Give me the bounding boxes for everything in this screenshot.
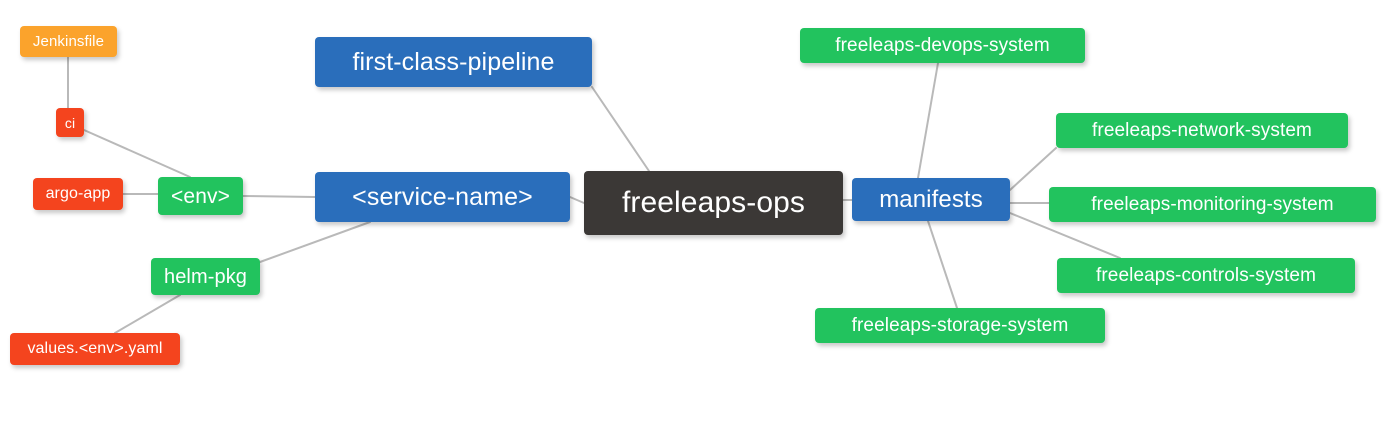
node-label-jenkinsfile: Jenkinsfile (32, 33, 105, 50)
mindmap-node-freeleaps-ops[interactable]: freeleaps-ops (584, 171, 843, 235)
edge-freeleaps-ops-to-first-class-pipeline (591, 86, 650, 172)
node-label-service-name: <service-name> (352, 182, 533, 211)
edge-helm-pkg-to-values-env-yaml (114, 294, 181, 334)
node-label-manifests: manifests (879, 185, 983, 213)
edge-freeleaps-ops-to-service-name (569, 196, 585, 204)
node-label-env: <env> (171, 184, 230, 208)
mindmap-node-freeleaps-devops-system[interactable]: freeleaps-devops-system (800, 28, 1085, 63)
mindmap-node-first-class-pipeline[interactable]: first-class-pipeline (315, 37, 592, 87)
mindmap-node-service-name[interactable]: <service-name> (315, 172, 570, 222)
edge-manifests-to-freeleaps-devops-system (917, 62, 939, 179)
edge-service-name-to-env (242, 195, 316, 198)
mindmap-node-env[interactable]: <env> (158, 177, 243, 215)
mindmap-node-freeleaps-controls-system[interactable]: freeleaps-controls-system (1057, 258, 1355, 293)
edge-manifests-to-freeleaps-network-system (1009, 147, 1057, 191)
mindmap-node-freeleaps-monitoring-system[interactable]: freeleaps-monitoring-system (1049, 187, 1376, 222)
mindmap-node-argo-app[interactable]: argo-app (33, 178, 123, 210)
node-label-ci: ci (64, 114, 76, 131)
mindmap-node-helm-pkg[interactable]: helm-pkg (151, 258, 260, 295)
node-label-freeleaps-monitoring-system: freeleaps-monitoring-system (1091, 194, 1334, 215)
node-label-freeleaps-storage-system: freeleaps-storage-system (851, 315, 1069, 336)
node-label-freeleaps-network-system: freeleaps-network-system (1092, 120, 1312, 141)
mindmap-node-jenkinsfile[interactable]: Jenkinsfile (20, 26, 117, 57)
node-label-helm-pkg: helm-pkg (163, 265, 248, 288)
mindmap-node-values-env-yaml[interactable]: values.<env>.yaml (10, 333, 180, 365)
mindmap-node-freeleaps-network-system[interactable]: freeleaps-network-system (1056, 113, 1348, 148)
node-label-freeleaps-ops: freeleaps-ops (621, 186, 806, 219)
edge-env-to-ci (83, 129, 191, 178)
node-label-freeleaps-devops-system: freeleaps-devops-system (835, 35, 1050, 56)
node-label-first-class-pipeline: first-class-pipeline (352, 47, 555, 76)
node-label-values-env-yaml: values.<env>.yaml (27, 340, 163, 357)
edge-service-name-to-helm-pkg (259, 221, 371, 263)
mindmap-node-freeleaps-storage-system[interactable]: freeleaps-storage-system (815, 308, 1105, 343)
edge-manifests-to-freeleaps-storage-system (927, 220, 958, 309)
node-label-freeleaps-controls-system: freeleaps-controls-system (1095, 265, 1317, 286)
node-label-argo-app: argo-app (45, 185, 111, 202)
mindmap-node-ci[interactable]: ci (56, 108, 84, 137)
mindmap-node-manifests[interactable]: manifests (852, 178, 1010, 221)
